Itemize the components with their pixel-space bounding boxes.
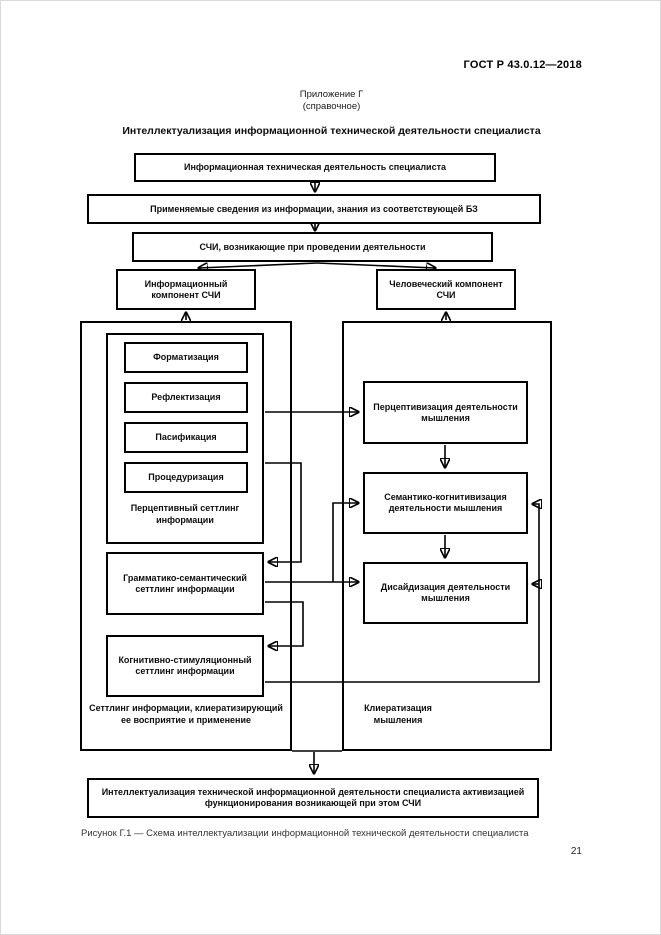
box-result: Интеллектуализация технической информаци… — [87, 778, 539, 818]
box-info-component: Информационный компонент СЧИ — [116, 269, 256, 310]
box-semantic-cognitivization: Семантико-когнитивизация деятельности мы… — [363, 472, 528, 534]
annex-line1: Приложение Г — [299, 89, 364, 100]
annex-heading: Приложение Г (справочное) — [1, 89, 660, 113]
box-applied-info: Применяемые сведения из информации, знан… — [87, 194, 541, 224]
container-thinking-kleratization — [342, 321, 552, 751]
box-grammar-semantic: Грамматико-семантический сеттлинг информ… — [106, 552, 264, 615]
annex-line2: (справочное) — [302, 101, 361, 112]
container-perceptual-settling — [106, 333, 264, 544]
arrow-schi-to-human-component — [316, 262, 435, 268]
box-procedurization: Процедуризация — [124, 462, 248, 493]
box-activity: Информационная техническая деятельность … — [134, 153, 496, 182]
box-perceptivization: Перцептивизация деятельности мышления — [363, 381, 528, 444]
container-information-settling — [80, 321, 292, 751]
standard-number: ГОСТ Р 43.0.12—2018 — [463, 59, 582, 71]
label-right-container: Клиератизация мышления — [364, 703, 432, 725]
label-left-container: Сеттлинг информации, клиератизирующий ее… — [89, 703, 283, 725]
figure-caption: Рисунок Г.1 — Схема интеллектуализации и… — [81, 828, 529, 839]
box-pacification: Пасификация — [124, 422, 248, 453]
page-number: 21 — [570, 846, 582, 857]
box-decidization: Дисайдизация деятельности мышления — [363, 562, 528, 624]
box-human-component: Человеческий компонент СЧИ — [376, 269, 516, 310]
box-reflektization: Рефлектизация — [124, 382, 248, 413]
box-cognitive-stimulation: Когнитивно-стимуляционный сеттлинг инфор… — [106, 635, 264, 697]
box-formatization: Форматизация — [124, 342, 248, 373]
label-perceptual-settling: Перцептивный сеттлинг информации — [130, 503, 240, 525]
page-title: Интеллектуализация информационной технич… — [122, 125, 541, 137]
box-schi: СЧИ, возникающие при проведении деятельн… — [132, 232, 493, 262]
arrow-schi-to-info-component — [199, 262, 318, 268]
